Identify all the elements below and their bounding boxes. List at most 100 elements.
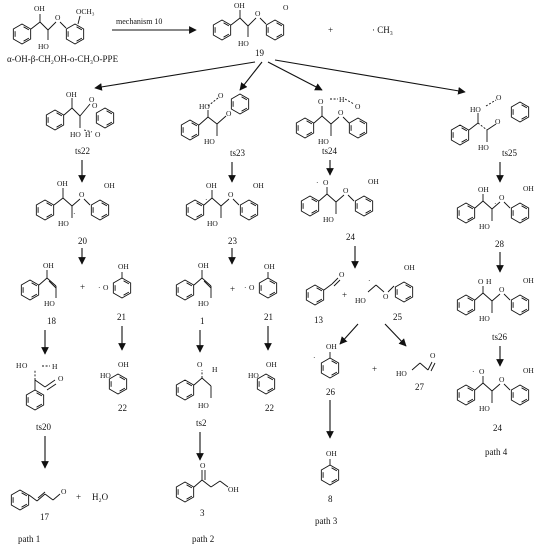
hydroxyl-label: OH — [66, 90, 77, 99]
structure-27: O HO — [396, 351, 436, 378]
compound-number: 26 — [326, 387, 336, 397]
ether-oxygen-label: O — [499, 375, 505, 384]
hydroxyl-label: HO — [70, 130, 81, 139]
ether-oxygen-label: O — [255, 9, 261, 18]
ts-label: ts23 — [230, 148, 246, 158]
structure-24b: O · O OH HO — [456, 366, 534, 413]
compound-number: 1 — [200, 316, 205, 326]
compound-number: 23 — [228, 236, 238, 246]
branch-arrow — [267, 61, 323, 91]
structure-22b: HO OH — [248, 360, 277, 395]
ether-oxygen-label: O — [228, 190, 234, 199]
hydroxyl-label: OH — [523, 184, 534, 193]
compound-number: 20 — [78, 236, 88, 246]
hydroxyl-oxygen-label: O — [478, 277, 484, 286]
hydroxyl-oxygen-label: O — [197, 360, 203, 369]
ts-label: ts2 — [196, 418, 207, 428]
plus-sign: + — [372, 364, 377, 374]
hydroxyl-label: HO — [198, 401, 209, 410]
hydroxyl-label: OH — [326, 342, 337, 351]
hydroxyl-label: OH — [523, 366, 534, 375]
path-label: path 4 — [485, 447, 508, 457]
structure-19: OH HO O O — [212, 1, 289, 48]
path-label: path 2 — [192, 534, 214, 544]
structure-ts24: O H O O HO — [295, 95, 368, 146]
structure-26: OH · — [313, 342, 340, 379]
structure-28: OH O OH HO · — [456, 184, 534, 231]
reactant-structure: OH HO O OCH₃ — [12, 4, 95, 51]
ether-oxygen-label: O — [55, 13, 61, 22]
hydroxyl-label: OH — [264, 262, 275, 271]
hydrogen-label: H — [212, 365, 218, 374]
structure-ts25: HO O O HO — [450, 93, 530, 152]
branch-arrow — [94, 61, 256, 91]
plus-sign: + — [342, 290, 347, 300]
hydroxyl-label: HO — [204, 137, 215, 146]
hydroxyl-label: HO — [44, 299, 55, 308]
plus-sign: + — [328, 25, 333, 35]
hydroxyl-label: OH — [104, 181, 115, 190]
radical-dot: · — [98, 283, 101, 292]
compound-number: 24 — [346, 232, 356, 242]
path-label: path 3 — [315, 516, 338, 526]
hydroxyl-label: HO — [207, 219, 218, 228]
structure-ts23: HO O O HO — [180, 91, 250, 146]
radical-oxygen-label: O — [103, 283, 109, 292]
hydroxyl-label: OH — [326, 449, 337, 458]
structure-21a: OH O · — [98, 262, 132, 299]
hydrogen-label: H — [85, 130, 91, 139]
structure-13: O — [305, 270, 345, 306]
ts-label: ts20 — [36, 422, 52, 432]
compound-number: 21 — [117, 312, 126, 322]
hydroxyl-oxygen-label: O — [22, 361, 28, 370]
methyl-radical: · CH₃ — [372, 25, 393, 35]
hydrogen-label: H — [52, 362, 58, 371]
radical-dot: · — [244, 283, 247, 292]
structure-25: · O OH HO — [355, 263, 415, 305]
radical-dot: · — [472, 367, 475, 376]
hydroxyl-label: HO — [470, 105, 481, 114]
plus-sign: + — [76, 492, 81, 502]
structure-23: OH O OH HO · — [185, 181, 264, 228]
hydroxyl-label: HO — [318, 137, 329, 146]
radical-dot: · — [368, 276, 371, 285]
path-label: path 1 — [18, 534, 40, 544]
compound-number: 8 — [328, 494, 333, 504]
hydrogen-label: H — [16, 361, 22, 370]
structure-18: OH HO — [20, 261, 57, 308]
ether-oxygen-label: O — [343, 186, 349, 195]
compound-number: 19 — [255, 48, 265, 58]
radical-dot: · — [205, 195, 208, 204]
radical-oxygen-label: O — [479, 367, 485, 376]
ts-label: ts26 — [492, 332, 508, 342]
hydroxyl-label: HO — [323, 215, 334, 224]
reaction-arrow — [384, 323, 407, 347]
hydroxyl-label: HO — [478, 143, 489, 152]
structure-20: OH O OH HO · — [35, 179, 115, 228]
water-label: H₂O — [92, 492, 109, 502]
radical-oxygen-label: O — [249, 283, 255, 292]
radical-oxygen-label: O — [283, 3, 289, 12]
compound-number: 21 — [264, 312, 273, 322]
mechanism-label: mechanism 10 — [116, 17, 162, 26]
carbonyl-oxygen-label: O — [61, 487, 67, 496]
ts-label: ts22 — [75, 146, 90, 156]
hydroxyl-label: OH — [206, 181, 217, 190]
radical-oxygen-label: O — [496, 93, 502, 102]
hydroxyl-label: OH — [118, 360, 129, 369]
plus-sign: + — [80, 282, 85, 292]
carbonyl-oxygen-label: O — [430, 351, 436, 360]
compound-number: 17 — [40, 512, 50, 522]
structure-17: O — [10, 487, 67, 511]
structure-ts22: OH O O HO H O — [45, 90, 115, 139]
structure-24a: O · O OH HO — [300, 177, 379, 224]
structure-21b: OH O · — [244, 262, 278, 299]
ts-label: ts24 — [322, 146, 338, 156]
structure-3: O OH — [175, 461, 239, 503]
radical-oxygen-label: O — [355, 102, 361, 111]
compound-number: 13 — [314, 315, 324, 325]
radical-dot: · — [316, 178, 319, 187]
hydroxyl-label: OH — [253, 181, 264, 190]
